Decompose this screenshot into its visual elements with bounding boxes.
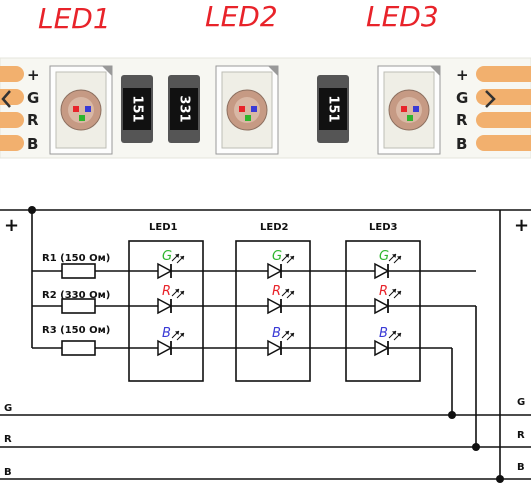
led2-b-letter: B: [272, 326, 281, 341]
bus-label-r-left: R: [4, 434, 12, 445]
pad-label-b-left: B: [27, 135, 38, 153]
bus-label-b-right: B: [517, 462, 525, 473]
resistor-r2-symbol: [61, 298, 96, 314]
junction-dot-icon: [28, 206, 36, 214]
resistor-r1-symbol: [61, 263, 96, 279]
pad-label-b-right: B: [456, 135, 467, 153]
led2-g-diode: G: [267, 249, 295, 280]
bus-label-b-left: B: [4, 467, 12, 478]
led3-r-diode: R: [374, 284, 402, 315]
rail-plus-left: +: [4, 215, 19, 236]
junction-dot-icon: [472, 443, 480, 451]
strip-title-led2: LED2: [205, 0, 278, 33]
led-packages: [49, 65, 441, 155]
schematic-labels: + + R1 (150 Ом) R2 (330 Ом) R3 (150 Ом) …: [4, 215, 529, 478]
led1-g-diode: G: [157, 249, 185, 280]
junctions: [28, 206, 504, 483]
led1-b-letter: B: [162, 326, 171, 341]
led2-g-letter: G: [272, 249, 282, 264]
led1-g-letter: G: [162, 249, 172, 264]
led1-r-diode: R: [157, 284, 185, 315]
led3-g-diode: G: [374, 249, 402, 280]
led1-box: [128, 240, 204, 382]
smd-resistor-1: 151: [121, 75, 153, 143]
right-pads: + G R B: [456, 66, 531, 153]
smd-resistor-3: 151: [317, 75, 349, 143]
strip-illustration: LED1 LED2 LED3 + G R B + G R B: [0, 0, 531, 159]
led2-r-diode: R: [267, 284, 295, 315]
box-label-led2: LED2: [260, 222, 289, 233]
diode-symbols: G R B G R B G R B: [157, 249, 402, 357]
box-label-led1: LED1: [149, 222, 178, 233]
resistor-r1-label: R1 (150 Ом): [42, 253, 110, 264]
pad-label-r-left: R: [27, 111, 39, 129]
pad-label-plus-right: +: [456, 66, 469, 84]
led3-box: [345, 240, 421, 382]
pad-label-g-left: G: [27, 89, 39, 107]
junction-dot-icon: [496, 475, 504, 483]
box-label-led3: LED3: [369, 222, 398, 233]
led-package-2: [215, 65, 279, 155]
led-package-3: [377, 65, 441, 155]
led1-b-diode: B: [157, 326, 185, 357]
resistor-r3-symbol: [61, 340, 96, 356]
bus-label-g-left: G: [4, 403, 12, 414]
pad-label-plus-left: +: [27, 66, 40, 84]
led3-b-letter: B: [379, 326, 388, 341]
resistor-r3-label: R3 (150 Ом): [42, 325, 110, 336]
bus-label-r-right: R: [517, 430, 525, 441]
bus-label-g-right: G: [517, 397, 525, 408]
resistor-r2-label: R2 (330 Ом): [42, 290, 110, 301]
schematic: [0, 209, 531, 480]
led2-box: [235, 240, 311, 382]
led3-b-diode: B: [374, 326, 402, 357]
pad-label-r-right: R: [456, 111, 468, 129]
led3-g-letter: G: [379, 249, 389, 264]
rail-plus-right: +: [514, 215, 529, 236]
led1-r-letter: R: [162, 284, 171, 299]
led3-r-letter: R: [379, 284, 388, 299]
smd-resistor-2: 331: [168, 75, 200, 143]
strip-title-led1: LED1: [38, 2, 111, 35]
strip-title-led3: LED3: [366, 0, 439, 33]
junction-dot-icon: [448, 411, 456, 419]
led2-r-letter: R: [272, 284, 281, 299]
cut-mark-icon: [485, 90, 496, 108]
cut-mark-icon: [1, 90, 11, 108]
led2-b-diode: B: [267, 326, 295, 357]
led-package-1: [49, 65, 113, 155]
left-pads: + G R B: [0, 66, 40, 153]
resistor-code-3: 151: [326, 95, 341, 122]
pad-label-g-right: G: [456, 89, 468, 107]
resistor-code-1: 151: [130, 95, 145, 122]
resistor-code-2: 331: [177, 95, 192, 122]
